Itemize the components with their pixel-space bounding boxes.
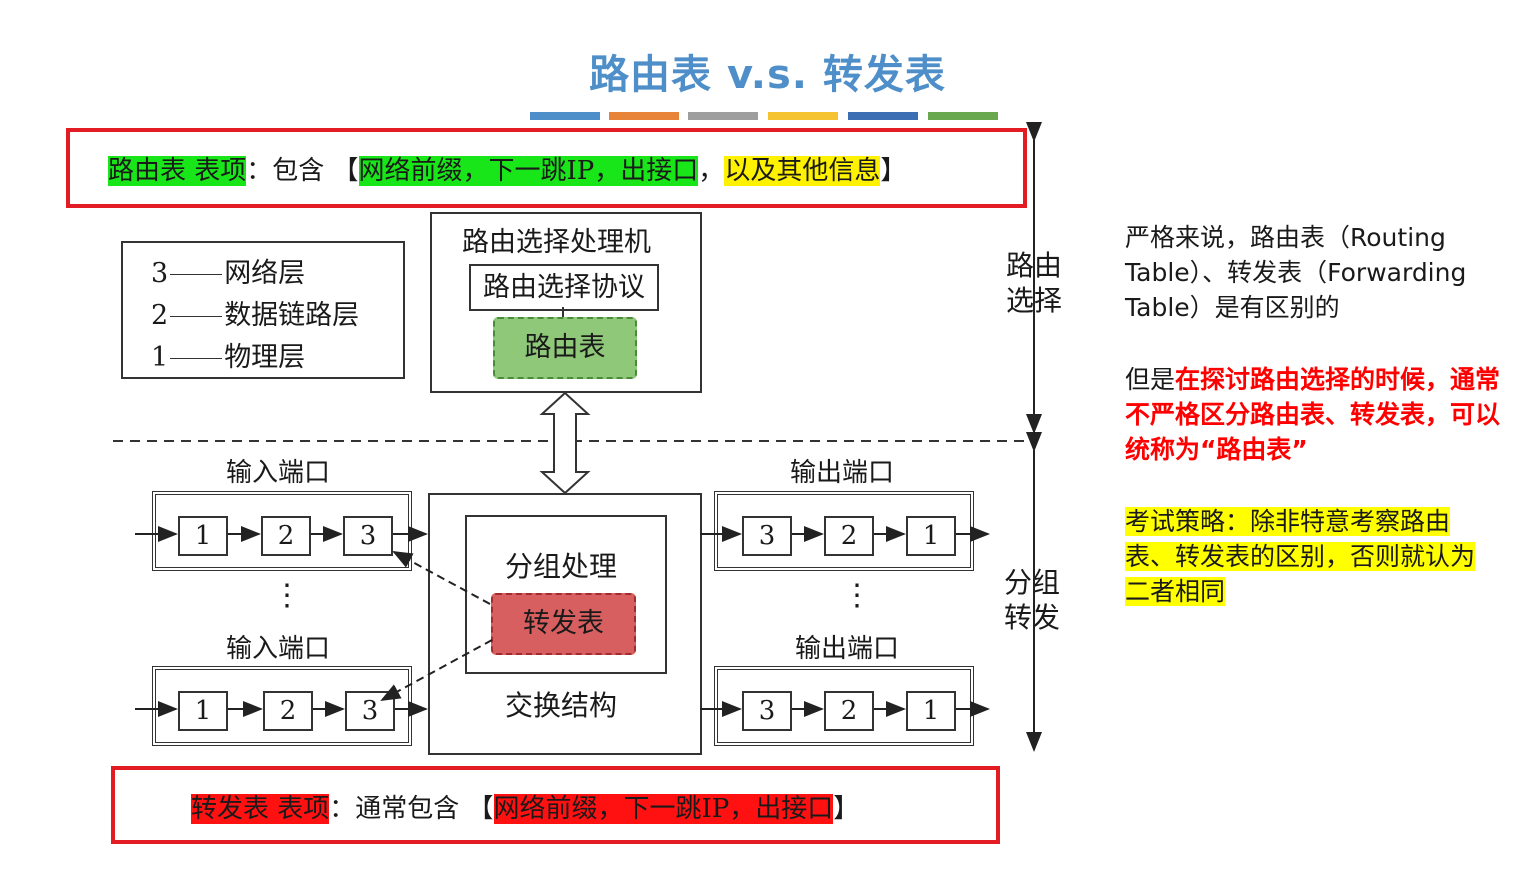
forwarding-table-entry-close: 】 [833, 794, 860, 824]
port-cell: 1 [906, 691, 956, 731]
forwarding-table-entry-intro: ：通常包含 【 [329, 794, 494, 824]
output-port-arrows [700, 526, 990, 717]
port-cell: 1 [906, 516, 956, 556]
output-port-label: 输出端口 [790, 458, 895, 488]
routing-table-entry-extra: 以及其他信息 [724, 156, 881, 186]
note-exam-strategy-text: 考试策略：除非特意考察路由表、转发表的区别，否则就认为二者相同 [1125, 507, 1476, 606]
port-cell: 3 [742, 516, 792, 556]
note-common-usage-prefix: 但是 [1125, 365, 1176, 394]
legend-row: 1 物理层 [151, 335, 305, 374]
port-cell: 2 [263, 691, 313, 731]
forwarding-table-entry-label: 转发表 表项 [191, 794, 330, 824]
legend-name: 物理层 [224, 342, 306, 373]
routing-processor: 路由选择处理机 [430, 212, 702, 393]
port-cell: 3 [742, 691, 792, 731]
note-common-usage-emphasis: 在探讨路由选择的时候，通常不严格区分路由表、转发表，可以统称为“路由表” [1125, 365, 1501, 464]
port-cell: 2 [824, 516, 874, 556]
routing-table-entry-box: 路由表 表项：包含 【网络前缀，下一跳IP，出接口，以及其他信息】 [66, 128, 1027, 208]
port-cell: 3 [343, 516, 393, 556]
input-port-arrows [135, 526, 428, 717]
note-common-usage: 但是在探讨路由选择的时候，通常不严格区分路由表、转发表，可以统称为“路由表” [1125, 362, 1510, 467]
legend-name: 数据链路层 [224, 300, 360, 331]
processor-fabric-arrow [539, 391, 591, 495]
forwarding-table-entry-box: 转发表 表项：通常包含 【网络前缀，下一跳IP，出接口】 [111, 766, 1000, 844]
legend-num: 1 [151, 342, 169, 373]
packet-processing-label: 分组处理 [505, 550, 618, 583]
port-cell: 2 [261, 516, 311, 556]
routing-table-entry-fields: 网络前缀，下一跳IP，出接口 [358, 156, 699, 186]
colorbar-segment [688, 112, 758, 120]
output-port-label: 输出端口 [795, 634, 900, 664]
routing-table-entry-intro: ：包含 【 [246, 156, 359, 186]
layer-legend: 3 网络层 2 数据链路层 1 物理层 [121, 241, 405, 379]
input-port-label: 输入端口 [226, 458, 331, 488]
note-exam-strategy: 考试策略：除非特意考察路由表、转发表的区别，否则就认为二者相同 [1125, 504, 1485, 609]
page-title: 路由表 v.s. 转发表 [589, 52, 946, 98]
legend-row: 2 数据链路层 [151, 293, 359, 332]
lookup-arrow-top [392, 551, 491, 605]
lookup-arrow-bottom [380, 639, 493, 701]
output-port-ellipsis: ⋮ [842, 578, 872, 613]
legend-row: 3 网络层 [151, 251, 305, 290]
colorbar-segment [928, 112, 998, 120]
forwarding-table-entry-text: 转发表 表项：通常包含 【网络前缀，下一跳IP，出接口】 [191, 788, 859, 825]
legend-num: 3 [151, 258, 169, 289]
note-distinction: 严格来说，路由表（Routing Table）、转发表（Forwarding T… [1125, 223, 1467, 322]
colorbar-segment [848, 112, 918, 120]
forwarding-table-entry-fields: 网络前缀，下一跳IP，出接口 [493, 794, 834, 824]
port-cell: 1 [178, 691, 228, 731]
colorbar-segment [768, 112, 838, 120]
routing-table-entry-text: 路由表 表项：包含 【网络前缀，下一跳IP，出接口，以及其他信息】 [108, 150, 906, 187]
legend-name: 网络层 [224, 258, 306, 289]
routing-table-entry-close: 】 [880, 156, 907, 186]
legend-num: 2 [151, 300, 169, 331]
packet-processing-box: 分组处理 [465, 515, 667, 674]
routing-table-entry-comma: ， [698, 156, 725, 186]
forwarding-table-box: 转发表 [491, 593, 636, 655]
routing-table-box: 路由表 [493, 317, 637, 379]
routing-processor-title: 路由选择处理机 [462, 227, 651, 258]
port-cell: 2 [824, 691, 874, 731]
switch-fabric-label: 交换结构 [505, 689, 618, 722]
colorbar-segment [530, 112, 600, 120]
routing-table-entry-label: 路由表 表项 [108, 156, 247, 186]
port-cell: 1 [178, 516, 228, 556]
colorbar-segment [609, 112, 679, 120]
input-port-label: 输入端口 [226, 634, 331, 664]
input-port-ellipsis: ⋮ [272, 578, 302, 613]
